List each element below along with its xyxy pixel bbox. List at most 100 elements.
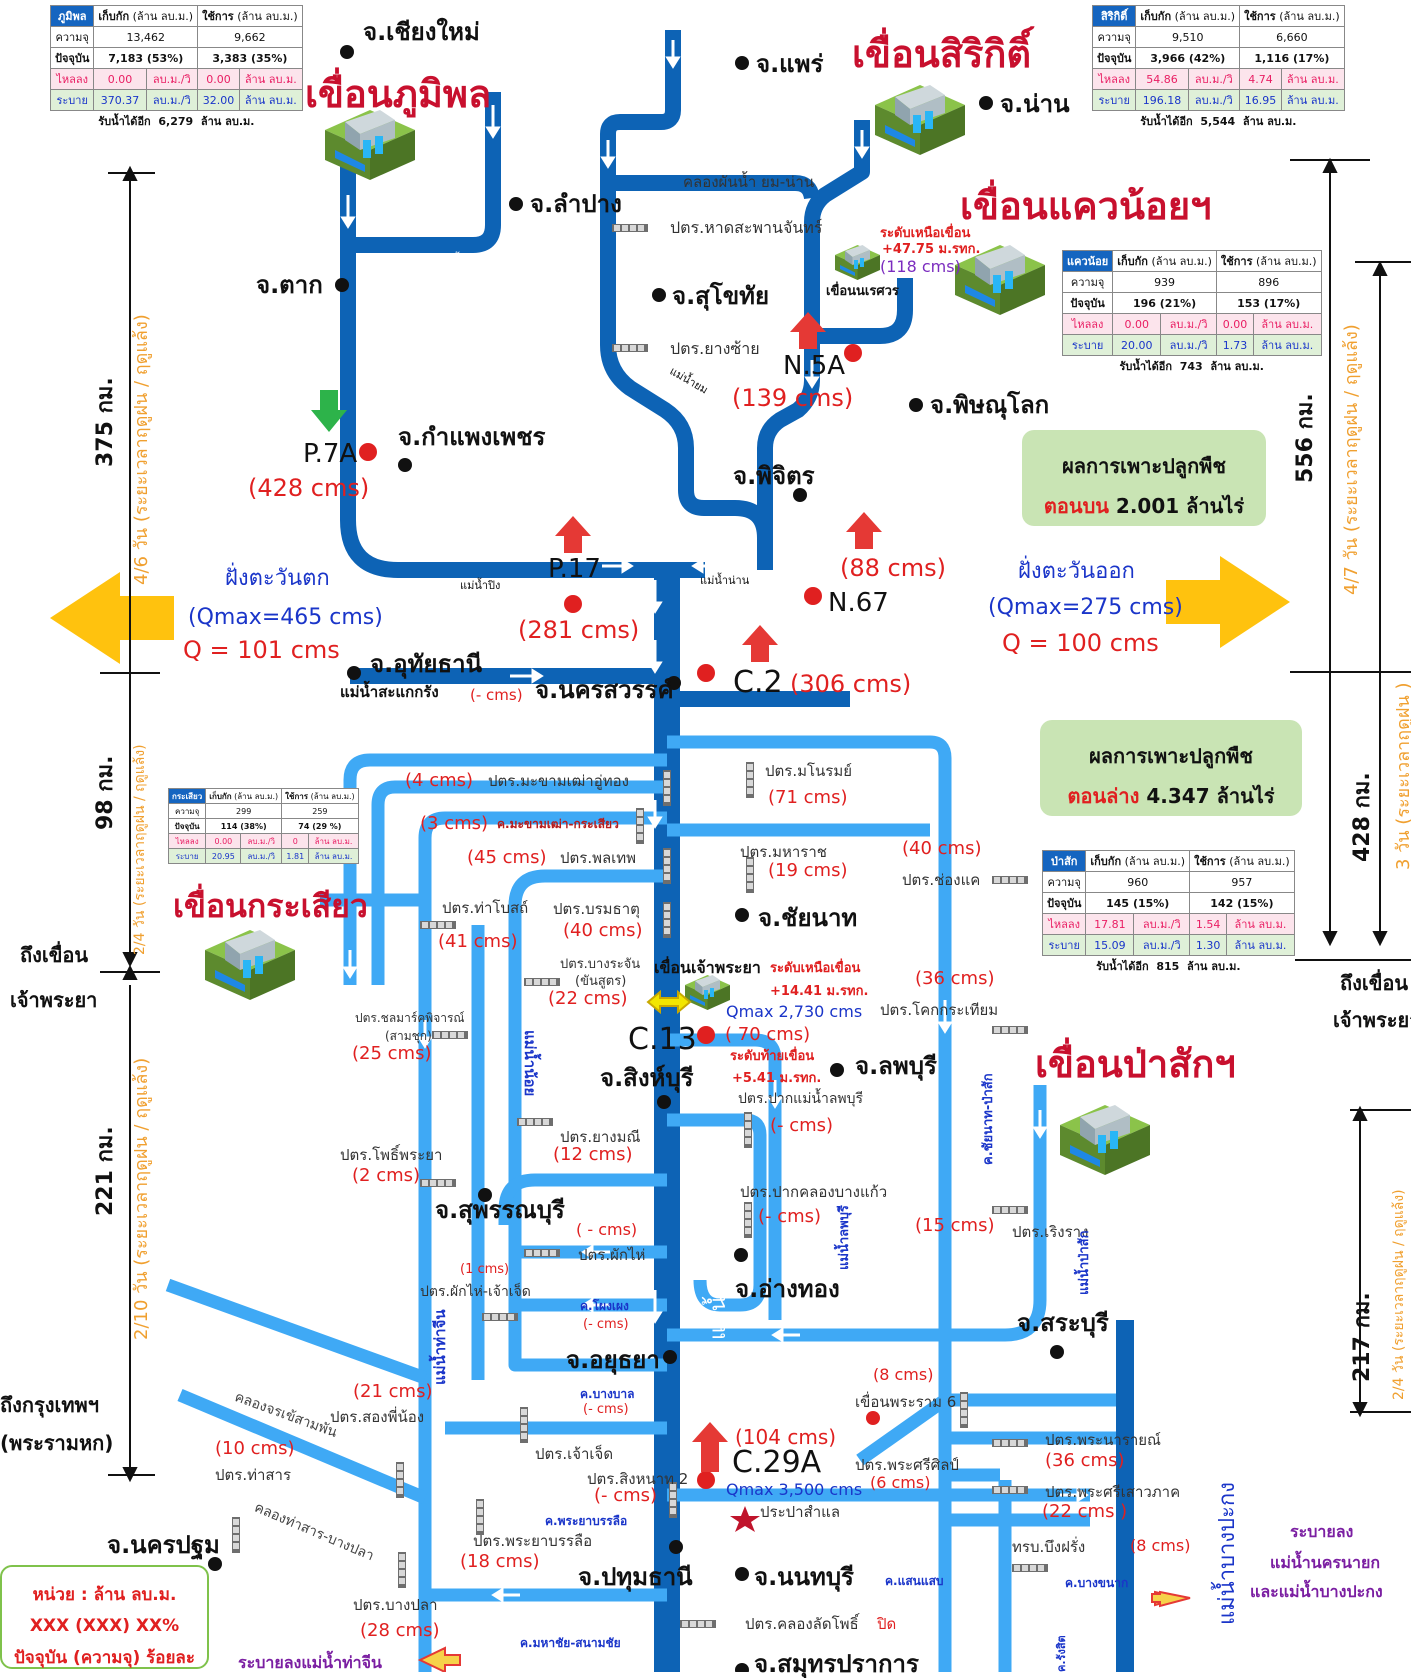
gate-makham-krasiao-flow: (3 cms) xyxy=(420,813,489,834)
west-qmax: (Qmax=465 cms) xyxy=(188,605,383,630)
to-dam-label-2: เจ้าพระยา xyxy=(10,988,98,1012)
pracha-lae-label: ประปาสำแล xyxy=(760,1503,841,1521)
gate-tha-pho: ปตร.ท่าโบสถ์ xyxy=(442,899,529,917)
canal-bang-ban-flow: (- cms) xyxy=(583,1402,629,1417)
province-chiang-mai: จ.เชียงใหม่ xyxy=(363,18,480,46)
river-bang-pakong: แม่น้ำบางปะกง xyxy=(1215,1482,1240,1625)
gate-chao-chet: ปตร.เจ้าเจ็ด xyxy=(535,1445,614,1463)
gate-tha-san: ปตร.ท่าสาร xyxy=(215,1466,292,1484)
release-3: และแม่น้ำบางปะกง xyxy=(1250,1582,1383,1601)
gate-pho-phraya: ปตร.โพธิ์พระยา xyxy=(340,1146,443,1164)
gate-sing-hanat: ปตร.สิงหนาท 2 xyxy=(587,1470,689,1488)
naresuan-upstream-val: +47.75 ม.รทก. xyxy=(882,242,981,257)
gate-song-phi-nong-flow: (21 cms) xyxy=(353,1381,433,1402)
gate-hat-saphan-chan: ปตร.หาดสะพานจันทร์ xyxy=(670,218,823,237)
gate-bang-pla-flow: (28 cms) xyxy=(360,1620,440,1641)
right-to-dam-2: เจ้าพระยา xyxy=(1333,1008,1411,1032)
canal-rangsit: ค.รังสิต xyxy=(1055,1635,1068,1672)
dist-98-days: 2/4 วัน (ระยะเวลาฤดูฝน / ฤดูแล้ง) xyxy=(132,744,148,955)
river-mae-ping: แม่น้ำปิง xyxy=(460,579,501,592)
gate-borommathat: ปตร.บรมธาตุ xyxy=(553,900,640,918)
province-nan: จ.น่าน xyxy=(1000,90,1070,118)
province-nonthaburi: จ.นนทบุรี xyxy=(754,1563,854,1591)
gate-phra-si-saowaphak-flow: (22 cms ) xyxy=(1042,1501,1128,1522)
gate-phak-hai: ปตร.ผักไห่ xyxy=(578,1246,646,1264)
river-mae-nan: แม่น้ำน่าน xyxy=(870,207,920,220)
province-samut-prakan: จ.สมุทรปราการ xyxy=(754,1650,919,1678)
canal-phraya-banlue: ค.พระยาบรรลือ xyxy=(545,1514,628,1528)
province-sing-buri: จ.สิงห์บุรี xyxy=(600,1064,694,1092)
legend: หน่วย : ล้าน ลบ.ม. XXX (XXX) XX% ปัจจุบั… xyxy=(0,1565,209,1669)
gate-rama6: เขื่อนพระราม 6 xyxy=(855,1393,957,1411)
province-chai-nat: จ.ชัยนาท xyxy=(758,904,858,932)
result-lower: ผลการเพาะปลูกพืช ตอนล่าง 4.347 ล้านไร่ xyxy=(1040,720,1302,816)
province-nakhon-sawan: จ.นครสวรรค์ xyxy=(535,676,674,704)
chao-phraya-flow: ( 70 cms) xyxy=(725,1024,811,1045)
station-p7a-flow: (428 cms) xyxy=(248,474,370,502)
gate-bang-kachan: ปตร.บางระจัน xyxy=(560,957,641,972)
river-mae-nan-2: แม่น้ำน่าน xyxy=(700,574,750,587)
gate-chonlamak-sub: (สามชุก) xyxy=(385,1029,432,1043)
gate-phra-si-sin-flow: (6 cms) xyxy=(870,1473,931,1492)
chao-phraya-upstream-val: +14.41 ม.รทก. xyxy=(770,984,869,999)
gate-makham-flow: (4 cms) xyxy=(405,770,474,791)
station-c29a: C.29A xyxy=(732,1445,822,1480)
gate-manorom-flow: (71 cms) xyxy=(768,787,848,808)
canal-chainat-pasak: ค.ชัยนาท-ป่าสัก xyxy=(981,1073,996,1165)
gate-phak-hai-chao-chet: ปตร.ผักไห่-เจ้าเจ็ด xyxy=(420,1284,531,1300)
province-phichit: จ.พิจิตร xyxy=(733,462,815,490)
chao-phraya-dam-icon xyxy=(685,975,730,1010)
krasiao-dam-icon xyxy=(205,930,295,1000)
gate-maharat-flow: (19 cms) xyxy=(768,860,848,881)
gate-phak-hai-flow: ( - cms) xyxy=(576,1220,638,1239)
gate-borommathat-flow: (40 cms) xyxy=(563,920,643,941)
naresuan-upstream: ระดับเหนือเขื่อน xyxy=(880,226,971,241)
province-uthai-thani: จ.อุทัยธานี xyxy=(370,650,483,678)
kwae-noi-table: แควน้อยเก็บกัก (ล้าน ลบ.ม.)ใช้การ (ล้าน … xyxy=(1061,250,1322,376)
dist-556: 556 กม. xyxy=(1293,393,1318,483)
gate-yang-sai: ปตร.ยางซ้าย xyxy=(670,339,760,358)
river-tha-chin: แม่น้ำท่าจีน xyxy=(431,1309,449,1385)
dist-221-days: 2/10 วัน (ระยะเวลาฤดูฝน / ฤดูแล้ง) xyxy=(131,1057,152,1340)
sirikit-dam-icon xyxy=(875,85,965,155)
canal-mahachai: ค.มหาชัย-สนามชัย xyxy=(520,1636,621,1650)
gate-pho-phraya-flow: (2 cms) xyxy=(352,1165,421,1186)
gate-bang-pla: ปตร.บางปลา xyxy=(353,1596,438,1614)
dist-556-days: 4/7 วัน (ระยะเวลาฤดูฝน / ฤดูแล้ง) xyxy=(1341,324,1362,595)
krasiao-table: กระเสียวเก็บกัก (ล้าน ลบ.ม.)ใช้การ (ล้าน… xyxy=(167,788,359,864)
river-sakae-krang-flow: (- cms) xyxy=(470,686,523,704)
gate-phra-si-sin: ปตร.พระศรีศิลป์ xyxy=(855,1456,959,1474)
river-chao-phraya: แม่น้ำเจ้าพระยา xyxy=(706,1187,731,1340)
province-kamphaeng-phet: จ.กำแพงเพชร xyxy=(398,423,546,451)
river-mae-yom: แม่น้ำยม xyxy=(663,131,705,144)
gate-khlong-lat-pho-status: ปิด xyxy=(877,1615,897,1633)
canal-bang-ban: ค.บางบาล xyxy=(580,1387,635,1401)
station-p17-flow: (281 cms) xyxy=(518,616,640,644)
chao-phraya-qmax: Qmax 2,730 cms xyxy=(726,1002,863,1021)
gate-chonlamak: ปตร.ชลมาร์คพิจารณ์ xyxy=(355,1011,465,1025)
release-1: ระบายลง xyxy=(1290,1522,1354,1541)
canal-bang-khanak: ค.บางขนาก xyxy=(1065,1576,1129,1590)
east-arrow-icon xyxy=(1166,556,1290,648)
gate-phra-si-saowaphak: ปตร.พระศรีเสาวภาค xyxy=(1045,1483,1181,1501)
gate-bang-kachan-flow: (22 cms) xyxy=(548,988,628,1009)
gate-phonlathep-flow: (45 cms) xyxy=(467,847,547,868)
gate-phra-narai: ปตร.พระนารายณ์ xyxy=(1045,1431,1161,1449)
east-title: ฝั่งตะวันออก xyxy=(1018,559,1135,584)
province-saraburi: จ.สระบุรี xyxy=(1017,1309,1109,1337)
kwae-noi-title: เขื่อนแควน้อยฯ xyxy=(960,184,1212,228)
dist-375: 375 กม. xyxy=(93,377,118,467)
east-q: Q = 100 cms xyxy=(1002,629,1159,657)
station-c29a-flow: (104 cms) xyxy=(735,1425,837,1449)
dist-375-days: 4/6 วัน (ระยะเวลาฤดูฝน / ฤดูแล้ง) xyxy=(131,314,152,585)
bhumibol-title: เขื่อนภูมิพล xyxy=(305,72,492,116)
west-title: ฝั่งตะวันตก xyxy=(225,566,330,591)
station-c2-flow: (306 cms) xyxy=(790,670,912,698)
release-2: แม่น้ำนครนายก xyxy=(1270,1553,1380,1572)
to-bkk-label-2: (พระรามหก) xyxy=(0,1431,114,1455)
canal-saen-saep: ค.แสนแสบ xyxy=(885,1574,944,1588)
gate-khok-krathiam-flow: (36 cms) xyxy=(915,968,995,989)
naresuan-flow: (118 cms) xyxy=(880,257,961,276)
river-noi: แม่น้ำน้อย xyxy=(521,1030,539,1097)
chao-phraya-downstream: ระดับท้ายเขื่อน xyxy=(730,1049,815,1064)
